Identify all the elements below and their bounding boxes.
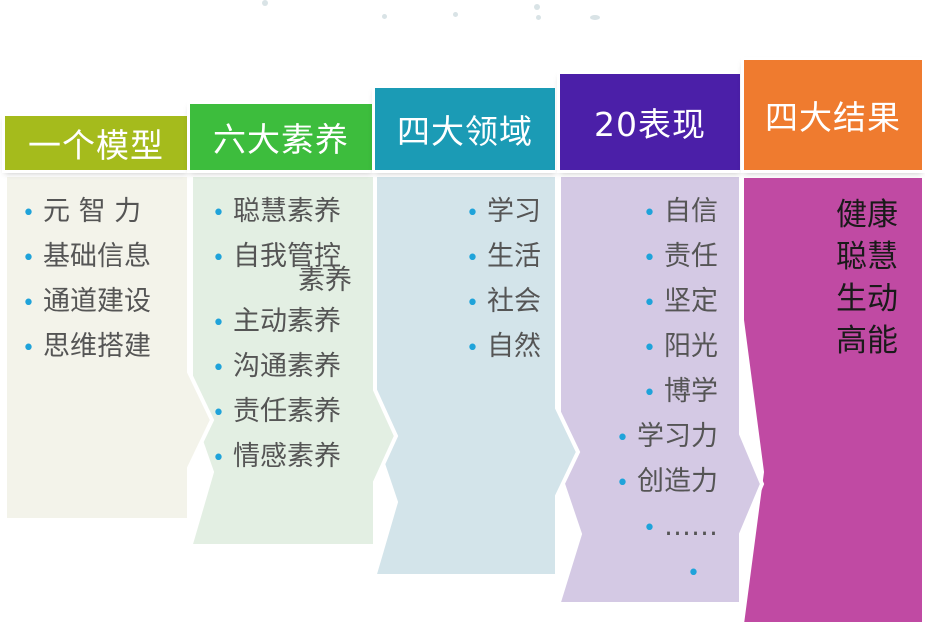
col3-item-list: •学习 •生活 •社会 •自然	[466, 190, 541, 370]
result-item: 聪慧	[836, 239, 898, 275]
header-one-model: 一个模型	[5, 116, 187, 170]
col3-body	[372, 172, 582, 580]
header-six-qualities: 六大素养	[190, 104, 372, 170]
bullet-icon: •	[466, 201, 479, 226]
col4-body	[556, 172, 766, 608]
list-item: •自然	[466, 331, 541, 362]
decor-dot	[536, 15, 541, 20]
list-item: •学习	[466, 196, 541, 227]
list-item: •	[600, 550, 718, 595]
list-item-continuation: 素养	[298, 265, 352, 296]
list-item: •创造力	[616, 466, 718, 497]
list-item: •通道建设	[22, 286, 151, 317]
bullet-icon: •	[466, 336, 479, 361]
list-item: •……	[643, 511, 718, 542]
list-item: •情感素养	[212, 441, 341, 472]
header-four-results-label: 四大结果	[765, 98, 901, 137]
decor-dot	[453, 12, 458, 17]
list-item: •坚定	[643, 286, 718, 317]
bullet-icon: •	[22, 336, 35, 361]
list-item: •主动素养	[212, 306, 341, 337]
col1-body	[2, 172, 216, 524]
bullet-icon: •	[212, 246, 225, 271]
list-item: •自我管控 素养	[212, 235, 352, 300]
header-four-results: 四大结果	[744, 60, 922, 170]
bullet-icon: •	[212, 356, 225, 381]
decor-dot	[534, 4, 540, 10]
list-item: •责任素养	[212, 396, 341, 427]
bullet-icon: •	[643, 381, 656, 406]
list-item: •博学	[643, 376, 718, 407]
bullet-icon: •	[643, 336, 656, 361]
bullet-icon: •	[212, 446, 225, 471]
header-one-model-label: 一个模型	[28, 126, 164, 165]
list-item: •思维搭建	[22, 331, 151, 362]
result-item: 健康	[836, 197, 898, 233]
bullet-icon: •	[643, 201, 656, 226]
col2-item-list: •聪慧素养 •自我管控 素养 •主动素养 •沟通素养 •责任素养 •情感素养	[212, 190, 352, 480]
result-item: 高能	[836, 323, 898, 359]
list-item: •聪慧素养	[212, 196, 341, 227]
bullet-icon: •	[22, 201, 35, 226]
list-item: •元 智 力	[22, 196, 142, 227]
col4-item-list: •自信 •责任 •坚定 •阳光 •博学 •学习力 •创造力 •…… •	[600, 190, 718, 595]
header-six-qualities-label: 六大素养	[213, 120, 349, 159]
header-four-domains-label: 四大领域	[397, 112, 533, 151]
bullet-icon: •	[212, 401, 225, 426]
bullet-icon: •	[616, 426, 629, 451]
header-four-domains: 四大领域	[375, 88, 555, 170]
bullet-icon: •	[22, 291, 35, 316]
result-item: 生动	[836, 281, 898, 317]
list-item: •阳光	[643, 331, 718, 362]
bullet-icon: •	[616, 471, 629, 496]
header-20-performances-label: 20表现	[594, 105, 706, 144]
decor-dot	[382, 14, 387, 19]
list-item: •学习力	[616, 421, 718, 452]
bullet-icon: •	[212, 201, 225, 226]
list-item: •自信	[643, 196, 718, 227]
bullet-icon: •	[643, 246, 656, 271]
list-item: •生活	[466, 241, 541, 272]
list-item: •社会	[466, 286, 541, 317]
header-20-performances: 20表现	[560, 74, 740, 170]
decor-dot	[590, 15, 600, 20]
list-item: •沟通素养	[212, 351, 341, 382]
col2-body	[188, 172, 400, 550]
bullet-icon: •	[643, 516, 656, 541]
results-list: 健康 聪慧 生动 高能	[836, 194, 898, 362]
list-item: •基础信息	[22, 241, 151, 272]
bullet-icon: •	[22, 246, 35, 271]
bullet-icon: •	[466, 246, 479, 271]
bullet-icon: •	[643, 291, 656, 316]
col1-item-list: •元 智 力 •基础信息 •通道建设 •思维搭建	[22, 190, 151, 370]
list-item: •责任	[643, 241, 718, 272]
bullet-icon: •	[212, 311, 225, 336]
decor-dot	[262, 0, 268, 6]
bullet-icon: •	[466, 291, 479, 316]
bullet-icon: •	[687, 561, 700, 586]
